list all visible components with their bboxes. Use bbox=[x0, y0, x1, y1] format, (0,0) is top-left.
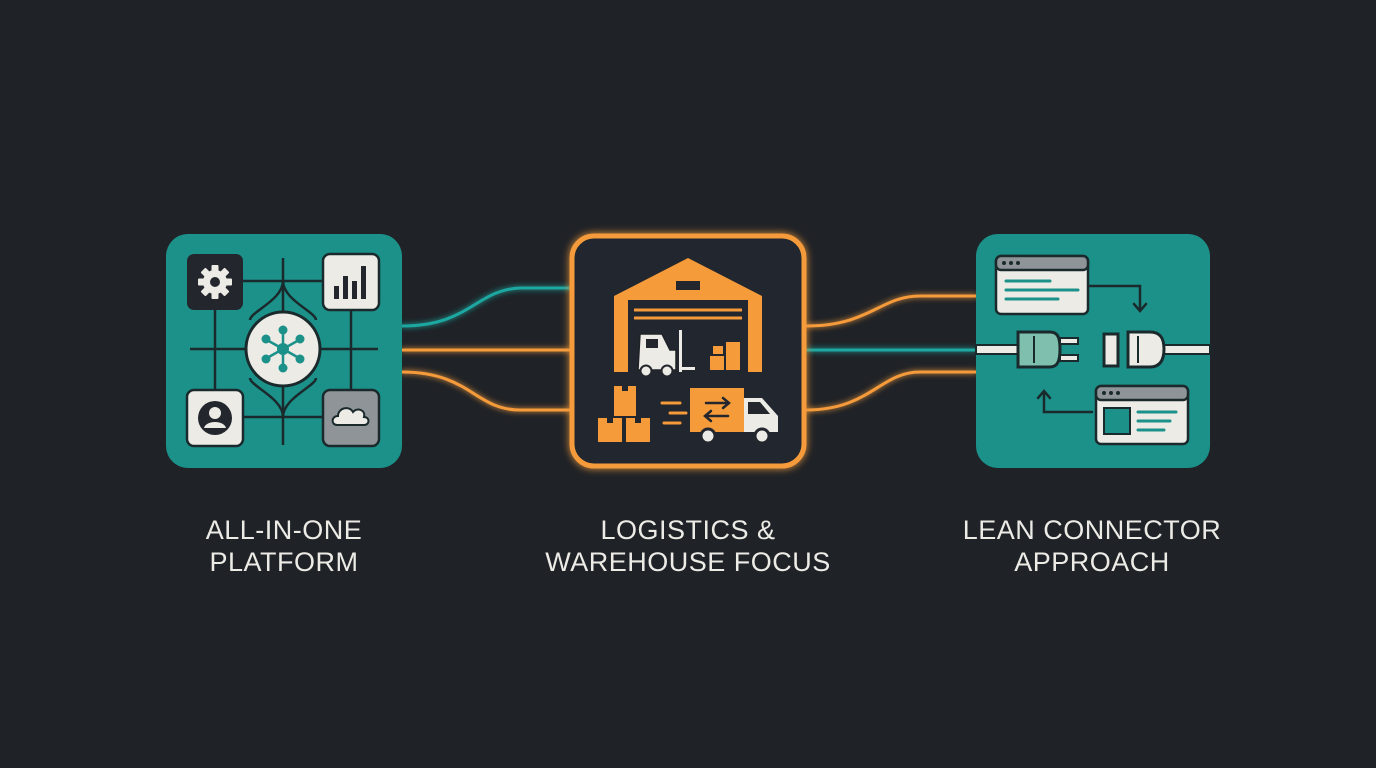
label-all-in-one-platform: ALL-IN-ONE PLATFORM bbox=[205, 515, 363, 577]
cloud-icon bbox=[321, 388, 381, 448]
browser-window-icon-bottom bbox=[1094, 384, 1190, 446]
label-logistics-warehouse-focus: LOGISTICS & WAREHOUSE FOCUS bbox=[545, 515, 831, 577]
node-lean-connector-approach bbox=[975, 234, 1211, 468]
connection-right-orange-lower bbox=[804, 370, 978, 412]
stacked-boxes-icon bbox=[710, 342, 740, 370]
forklift-icon bbox=[637, 330, 695, 378]
node-logistics-warehouse-focus bbox=[569, 233, 807, 469]
hub-network-icon bbox=[244, 310, 322, 388]
hub-grid-lines bbox=[190, 258, 378, 445]
connection-left-orange-lower bbox=[400, 370, 574, 412]
connection-left-teal bbox=[400, 286, 574, 328]
user-icon bbox=[185, 388, 245, 448]
arrow-down-icon bbox=[1088, 284, 1148, 313]
bar-chart-icon bbox=[321, 252, 381, 312]
delivery-truck-icon bbox=[690, 388, 778, 445]
speed-lines bbox=[660, 401, 688, 425]
node-all-in-one-platform bbox=[166, 234, 402, 468]
exchange-arrows-icon bbox=[703, 396, 731, 423]
connections bbox=[400, 286, 978, 412]
socket-icon bbox=[1102, 330, 1166, 369]
warehouse-icon bbox=[614, 258, 762, 372]
plug-icon bbox=[1016, 330, 1079, 369]
boxes-icon bbox=[598, 386, 650, 442]
gear-icon bbox=[187, 254, 243, 310]
connection-right-orange-upper bbox=[804, 294, 978, 328]
browser-window-icon bbox=[994, 254, 1090, 316]
sync-arrow-icon bbox=[1036, 389, 1094, 414]
label-lean-connector-approach: LEAN CONNECTOR APPROACH bbox=[962, 515, 1222, 577]
